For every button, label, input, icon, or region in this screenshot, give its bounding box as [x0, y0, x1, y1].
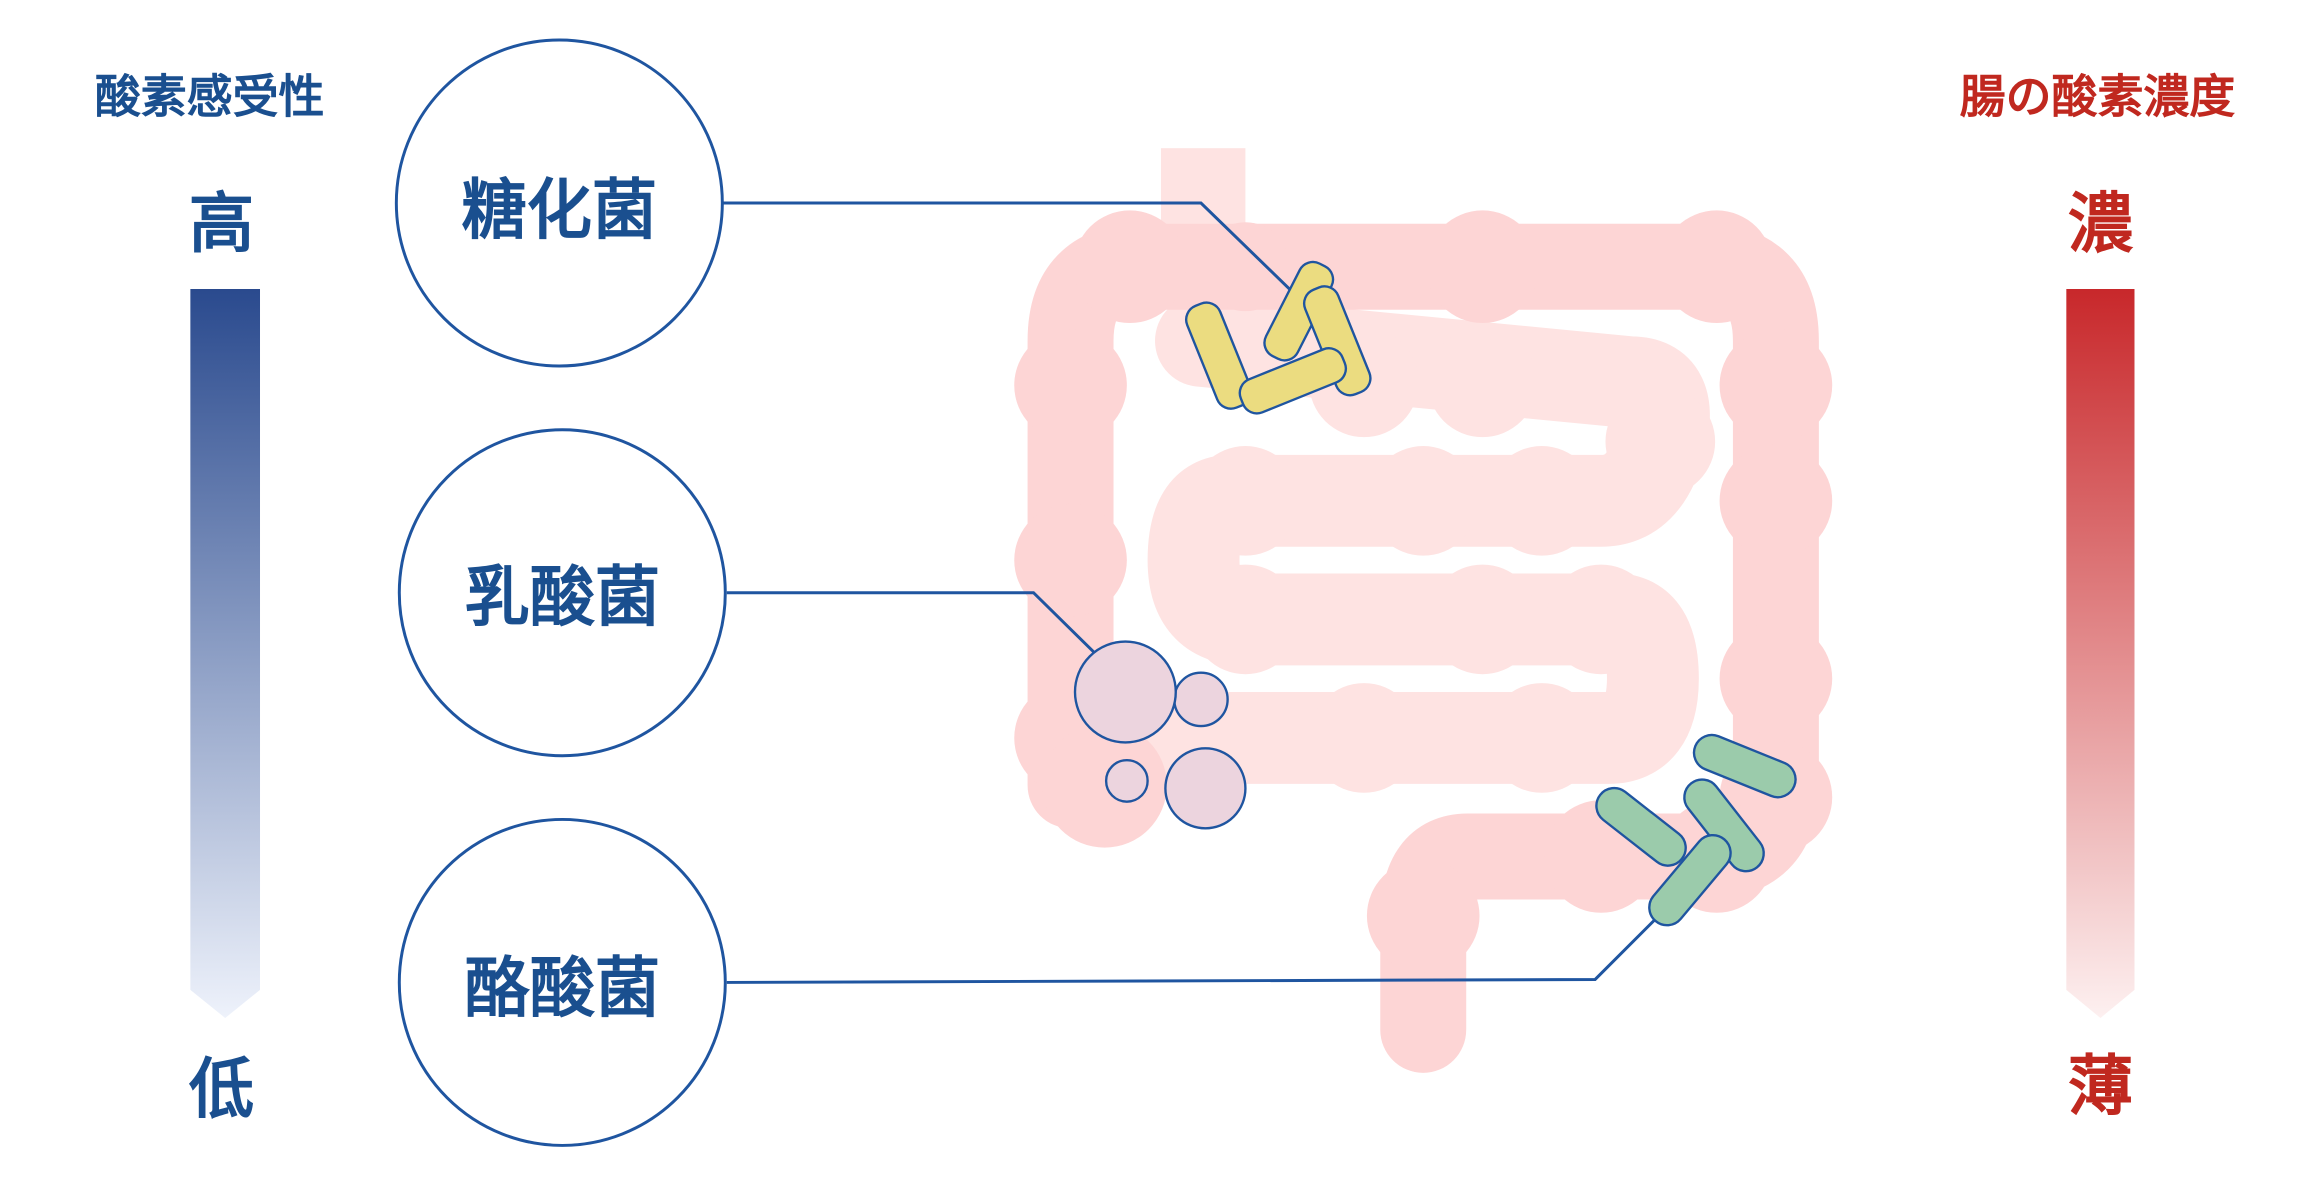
- butyric-acid-bacteria-label: 酪酸菌: [465, 951, 661, 1027]
- saccharifying-bacteria-label: 糖化菌: [462, 173, 658, 249]
- intestine-illustration: [1014, 148, 1833, 1073]
- connector-line-saccharifying: [722, 201, 1306, 305]
- sensitivity-gradient-bar: [190, 288, 261, 1019]
- large-intestine: [1014, 210, 1833, 1073]
- bacteria-circle-lactic: 乳酸菌: [397, 428, 727, 758]
- oxygen-low-label: 薄: [2068, 1048, 2133, 1124]
- butyric-acid-bacteria-icon: [1595, 733, 1797, 927]
- lactic-acid-bacteria-label: 乳酸菌: [465, 559, 661, 635]
- saccharifying-bacteria-icon: [1184, 260, 1372, 415]
- small-intestine: [1125, 148, 1716, 793]
- connector-line-butyric: [726, 901, 1674, 984]
- lactic-acid-bacteria-icon: [1073, 640, 1247, 830]
- oxygen-sensitivity-title: 酸素感受性: [95, 70, 325, 124]
- sensitivity-low-label: 低: [189, 1051, 254, 1127]
- bacteria-circle-saccharifying: 糖化菌: [394, 38, 724, 368]
- oxygen-high-label: 濃: [2068, 186, 2134, 262]
- bacteria-circle-butyric: 酪酸菌: [397, 817, 727, 1147]
- gut-oxygen-title: 腸の酸素濃度: [1960, 70, 2236, 124]
- sensitivity-high-label: 高: [189, 186, 254, 262]
- oxygen-gradient-bar: [2066, 288, 2135, 1019]
